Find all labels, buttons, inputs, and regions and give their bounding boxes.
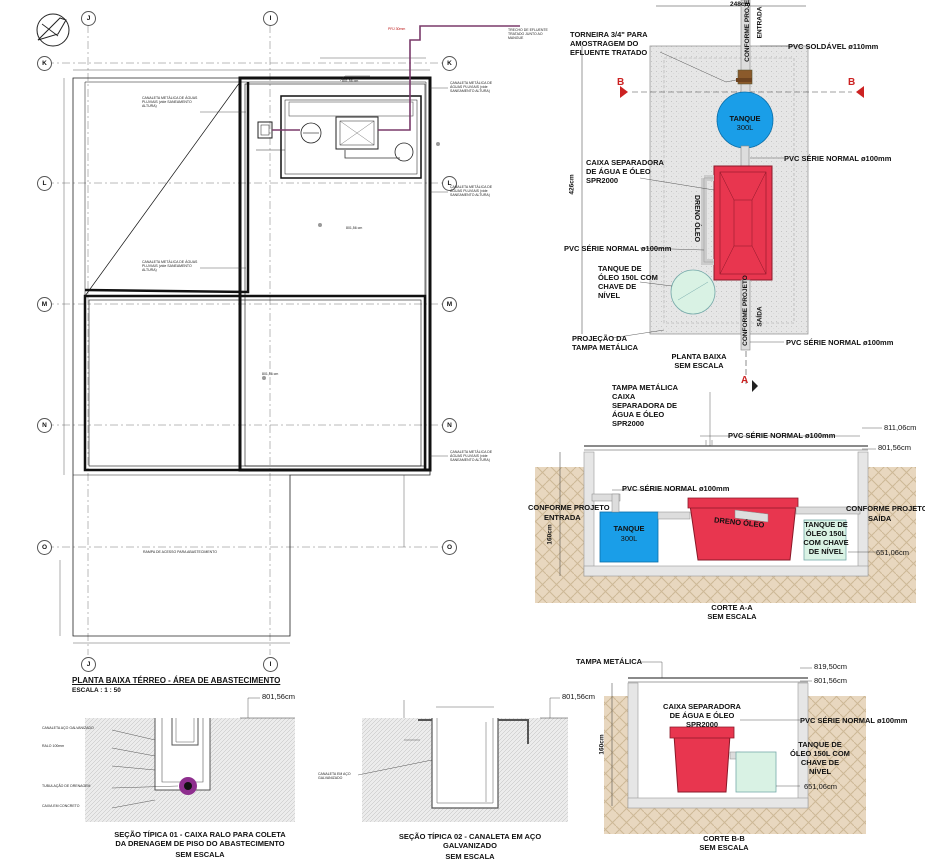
- corte-b-tampa: TAMPA METÁLICA: [576, 657, 643, 666]
- pvc-normal-1: PVC SÉRIE NORMAL ø100mm: [784, 154, 892, 163]
- typical-section-01: [85, 697, 295, 822]
- secao2-caption-scale: SEM ESCALA: [445, 852, 495, 861]
- secao1-note-4: CAIXA EM CONCRETO: [42, 804, 80, 808]
- plan-caption-scale: SEM ESCALA: [674, 361, 724, 370]
- corte-a-level-1: 811,06cm: [884, 423, 917, 432]
- corte-b-level-1: 819,50cm: [814, 662, 847, 671]
- corte-a-oil-tank: TANQUE DE ÓLEO 150L COM CHAVE DE NÍVEL: [803, 520, 849, 556]
- corte-a-level-3: 651,06cm: [876, 548, 909, 557]
- pipe-note-1: PRJ 30mm: [388, 27, 406, 31]
- corte-b-caption: CORTE B-B: [703, 834, 745, 843]
- separator-plan: [581, 0, 864, 392]
- corte-b-caption-scale: SEM ESCALA: [699, 843, 749, 852]
- plan-height-dim: 426cm: [568, 174, 576, 195]
- grid-row-o-right: O: [442, 540, 457, 555]
- corte-a-caption: CORTE A-A: [711, 603, 753, 612]
- corte-b-oil-tank: TANQUE DE ÓLEO 150L COM CHAVE DE NÍVEL: [790, 740, 850, 776]
- grid-col-i-bottom: I: [263, 657, 278, 672]
- grid-col-j-bottom: J: [81, 657, 96, 672]
- corte-a-pvc-top: PVC SÉRIE NORMAL ø100mm: [728, 431, 836, 440]
- grid-row-o-left: O: [37, 540, 52, 555]
- projecao-label: PROJEÇÃO DA TAMPA METÁLICA: [572, 334, 639, 352]
- secao1-caption-scale: SEM ESCALA: [175, 850, 225, 859]
- secao1-note-2: RALO 100mm: [42, 744, 65, 748]
- canaleta-note-4: CANALETA METÁLICA DE ÁGUAS PLUVIAIS (vid…: [450, 185, 493, 197]
- canaleta-note-2: CANALETA METÁLICA DE ÁGUAS PLUVIAIS (vid…: [142, 260, 198, 272]
- grid-row-l-left: L: [37, 176, 52, 191]
- corte-a-tank-name: TANQUE: [613, 524, 645, 533]
- corte-a-saida: SAÍDA: [868, 514, 892, 523]
- section-b-left: B: [617, 77, 625, 88]
- pvc-soldavel-label: PVC SOLDÁVEL ø110mm: [788, 42, 879, 51]
- torneira-label: TORNEIRA 3/4" PARA AMOSTRAGEM DO EFLUENT…: [570, 30, 648, 57]
- caixa-sep-plan: CAIXA SEPARADORA DE ÁGUA E ÓLEO SPR2000: [586, 158, 664, 185]
- pipe-note-2: TRECHO DE EFLUENTE TRATADO JUNTO AO MANG…: [508, 28, 548, 40]
- corte-a-level-2: 801,56cm: [878, 443, 911, 452]
- dreno-plan: DRENO ÓLEO: [693, 194, 701, 243]
- secao1-note-3: TUBULAÇÃO DE DRENAGEM: [42, 784, 91, 788]
- tank-plan-name: TANQUE: [729, 114, 761, 123]
- pvc-normal-3: PVC SÉRIE NORMAL ø100mm: [786, 338, 894, 347]
- corte-a-height: 160cm: [546, 524, 554, 545]
- grid-row-k-right: K: [442, 56, 457, 71]
- saida-bottom: SAÍDA: [756, 306, 764, 327]
- grid-row-m-left: M: [37, 297, 52, 312]
- conforme-top: CONFORME PROJETO: [743, 0, 751, 62]
- secao1-caption: SEÇÃO TÍPICA 01 - CAIXA RALO PARA COLETA…: [114, 830, 286, 848]
- tank-plan-cap: 300L: [736, 123, 754, 132]
- plan-caption: PLANTA BAIXA: [671, 352, 727, 361]
- corte-b-pvc: PVC SÉRIE NORMAL ø100mm: [800, 716, 908, 725]
- plan-title: PLANTA BAIXA TÉRREO - ÁREA DE ABASTECIME…: [72, 676, 281, 685]
- canaleta-note-5: CANALETA METÁLICA DE ÁGUAS PLUVIAIS (vid…: [450, 450, 493, 462]
- typical-section-02: [357, 697, 568, 822]
- grid-row-k-left: K: [37, 56, 52, 71]
- grid-row-n-right: N: [442, 418, 457, 433]
- oil-tank-plan: TANQUE DE ÓLEO 150L COM CHAVE DE NÍVEL: [598, 264, 658, 300]
- level-top: 801,56 cm: [342, 79, 359, 83]
- secao1-note-1: CANALETA AÇO GALVANIZADO: [42, 726, 94, 730]
- level-low: 801,56 cm: [262, 372, 279, 376]
- corte-a-tank-cap: 300L: [620, 534, 638, 543]
- secao2-caption: SEÇÃO TÍPICA 02 - CANALETA EM AÇO GALVAN…: [398, 832, 542, 850]
- entrada-top: ENTRADA: [756, 6, 764, 39]
- conforme-bottom: CONFORME PROJETO: [741, 275, 749, 346]
- secao2-level: 801,56cm: [562, 692, 595, 701]
- canaleta-note-3: CANALETA METÁLICA DE ÁGUAS PLUVIAIS (vid…: [450, 81, 493, 93]
- canaleta-note-1: CANALETA METÁLICA DE ÁGUAS PLUVIAIS (vid…: [142, 96, 198, 108]
- level-mid: 801,56 cm: [346, 226, 363, 230]
- corte-a-entrada: ENTRADA: [544, 513, 581, 522]
- grid-col-j-top: J: [81, 11, 96, 26]
- section-a-bottom: A: [741, 375, 749, 386]
- corte-a-caption-scale: SEM ESCALA: [707, 612, 757, 621]
- ramp-label: RAMPA DE ACESSO PARA ABASTECIMENTO: [143, 550, 217, 554]
- corte-a-conforme-left: CONFORME PROJETO: [528, 503, 610, 512]
- plan-width-dim: 248cm: [730, 1, 751, 8]
- corte-b-height: 160cm: [598, 734, 606, 755]
- grid-row-m-right: M: [442, 297, 457, 312]
- section-b-b: [604, 661, 866, 834]
- corte-b-level-3: 651,06cm: [804, 782, 837, 791]
- pvc-normal-2: PVC SÉRIE NORMAL ø100mm: [564, 244, 672, 253]
- corte-a-caixa: CAIXA SEPARADORA DE ÁGUA E ÓLEO SPR2000: [612, 392, 678, 428]
- plan-scale: ESCALA : 1 : 50: [72, 687, 121, 694]
- corte-a-pvc-mid: PVC SÉRIE NORMAL ø100mm: [622, 484, 730, 493]
- corte-b-caixa: CAIXA SEPARADORA DE ÁGUA E ÓLEO SPR2000: [663, 702, 741, 729]
- corte-b-level-2: 801,56cm: [814, 676, 847, 685]
- section-b-right: B: [848, 77, 856, 88]
- grid-col-i-top: I: [263, 11, 278, 26]
- corte-a-conforme-right: CONFORME PROJETO: [846, 504, 925, 513]
- secao1-level: 801,56cm: [262, 692, 295, 701]
- floor-plan: [46, 25, 520, 655]
- corte-a-tampa: TAMPA METÁLICA: [612, 383, 679, 392]
- section-a-a: [535, 392, 916, 603]
- secao2-note-1: CANALETA EM AÇO GALVANIZADO: [318, 772, 351, 780]
- grid-row-l-right: L: [442, 176, 457, 191]
- north-arrow-icon: [36, 13, 70, 47]
- grid-row-n-left: N: [37, 418, 52, 433]
